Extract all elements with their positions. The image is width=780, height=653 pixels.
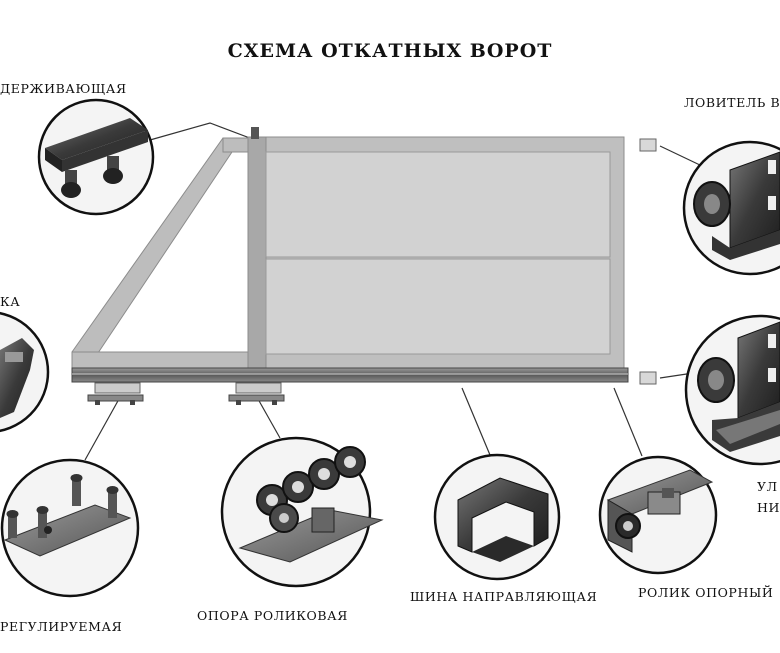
circle-roller-support (220, 436, 384, 588)
top-roller-mark (251, 127, 259, 139)
label-mid-left: КА (0, 294, 21, 309)
circle-bottom-catcher (684, 314, 780, 466)
top-catcher-mark (639, 138, 657, 152)
gate-frame (71, 127, 657, 385)
leader-bottom-left (84, 398, 120, 461)
frame-post (247, 136, 267, 370)
label-support-roller: РОЛИК ОПОРНЫЙ (638, 585, 774, 600)
label-top-left: ДЕРЖИВАЮЩАЯ (0, 81, 127, 96)
label-bottom-left: РЕГУЛИРУЕМАЯ (0, 619, 123, 634)
circle-guide-rail (433, 453, 561, 581)
label-roller-support: ОПОРА РОЛИКОВАЯ (197, 608, 348, 623)
guide-rail-bar (71, 367, 629, 383)
diagram-title: СХЕМА ОТКАТНЫХ ВОРОТ (227, 40, 553, 62)
panel-bottom (265, 258, 611, 355)
leader-top-left (149, 122, 256, 141)
circle-adjustable-plate (0, 458, 140, 598)
bottom-catcher-mark (639, 371, 657, 385)
leader-top-right (659, 145, 703, 167)
leader-guide-rail (461, 387, 491, 456)
leader-roller-support (257, 398, 281, 439)
leader-support-roller (613, 387, 643, 457)
roller-carriages (87, 382, 285, 405)
circle-top-catcher (682, 140, 780, 276)
label-top-right: ЛОВИТЕЛЬ ВЕ (684, 95, 780, 110)
panel-top (265, 151, 611, 258)
label-right-ni: НИ (757, 500, 780, 515)
circle-mid-left (0, 311, 50, 433)
leader-lines (84, 122, 703, 461)
label-right-ul: УЛ (757, 479, 778, 494)
label-guide-rail: ШИНА НАПРАВЛЯЮЩАЯ (410, 589, 598, 604)
frame-bottom-left (71, 351, 253, 369)
circle-top-roller (37, 98, 155, 216)
circle-support-roller (598, 455, 718, 575)
